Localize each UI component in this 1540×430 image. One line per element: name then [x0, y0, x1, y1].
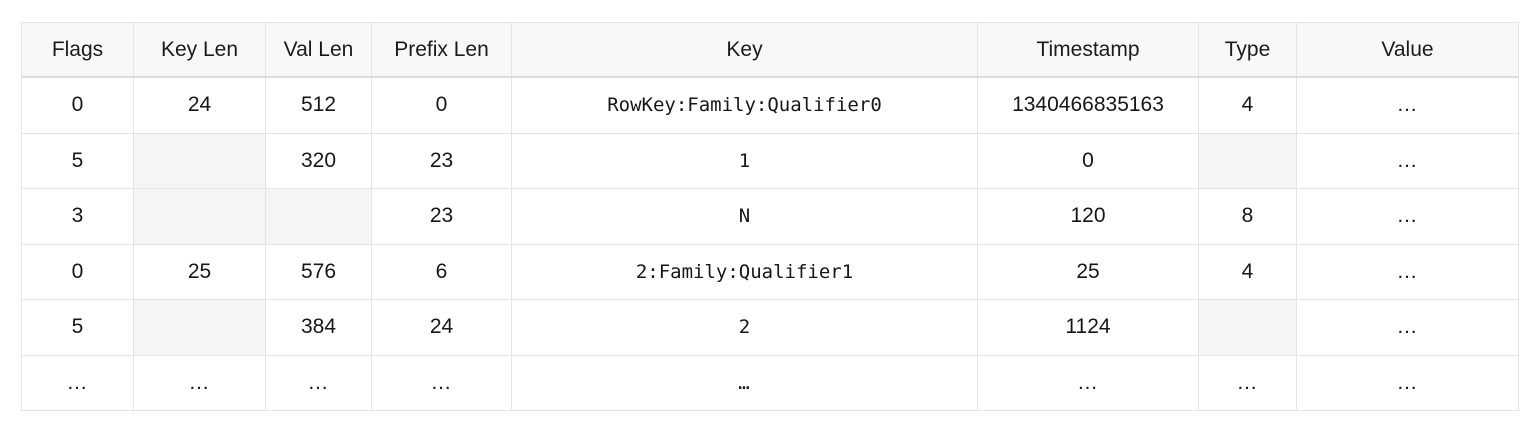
column-header-key: Key [511, 22, 978, 78]
cell-key: … [511, 354, 978, 411]
column-header-val-len: Val Len [265, 22, 372, 78]
cell-flags: 5 [21, 299, 134, 356]
cell-val_len [265, 188, 372, 245]
cell-key: 2:Family:Qualifier1 [511, 243, 978, 300]
cell-value: … [1296, 132, 1519, 189]
cell-type: 8 [1198, 188, 1297, 245]
cell-flags: 0 [21, 76, 134, 134]
cell-key_len [133, 132, 266, 189]
cell-type: 4 [1198, 76, 1297, 134]
cell-key_len: 25 [133, 243, 266, 300]
column-header-timestamp: Timestamp [977, 22, 1199, 78]
cell-timestamp: … [977, 354, 1199, 411]
cell-val_len: 384 [265, 299, 372, 356]
cell-value: … [1296, 188, 1519, 245]
column-header-type: Type [1198, 22, 1297, 78]
cell-key: 1 [511, 132, 978, 189]
table-row: …………………… [21, 354, 1519, 411]
cell-val_len: 512 [265, 76, 372, 134]
cell-timestamp: 120 [977, 188, 1199, 245]
column-header-value: Value [1296, 22, 1519, 78]
cell-prefix_len: … [371, 354, 512, 411]
cell-timestamp: 25 [977, 243, 1199, 300]
key-value-table: Flags Key Len Val Len Prefix Len Key Tim… [21, 22, 1519, 411]
cell-value: … [1296, 354, 1519, 411]
column-header-prefix-len: Prefix Len [371, 22, 512, 78]
cell-prefix_len: 6 [371, 243, 512, 300]
cell-flags: 0 [21, 243, 134, 300]
cell-key_len [133, 188, 266, 245]
cell-key: N [511, 188, 978, 245]
cell-prefix_len: 0 [371, 76, 512, 134]
cell-key: RowKey:Family:Qualifier0 [511, 76, 978, 134]
cell-type: … [1198, 354, 1297, 411]
cell-key_len: … [133, 354, 266, 411]
table-header: Flags Key Len Val Len Prefix Len Key Tim… [21, 22, 1519, 78]
cell-flags: 3 [21, 188, 134, 245]
cell-key: 2 [511, 299, 978, 356]
cell-timestamp: 1340466835163 [977, 76, 1199, 134]
key-value-table-container: Flags Key Len Val Len Prefix Len Key Tim… [21, 22, 1519, 411]
cell-timestamp: 0 [977, 132, 1199, 189]
cell-val_len: 576 [265, 243, 372, 300]
cell-key_len: 24 [133, 76, 266, 134]
cell-prefix_len: 23 [371, 188, 512, 245]
cell-val_len: … [265, 354, 372, 411]
header-row: Flags Key Len Val Len Prefix Len Key Tim… [21, 22, 1519, 78]
cell-value: … [1296, 243, 1519, 300]
cell-prefix_len: 24 [371, 299, 512, 356]
cell-type [1198, 299, 1297, 356]
cell-flags: 5 [21, 132, 134, 189]
cell-flags: … [21, 354, 134, 411]
cell-value: … [1296, 299, 1519, 356]
cell-type [1198, 132, 1297, 189]
cell-key_len [133, 299, 266, 356]
cell-value: … [1296, 76, 1519, 134]
cell-prefix_len: 23 [371, 132, 512, 189]
cell-type: 4 [1198, 243, 1297, 300]
cell-timestamp: 1124 [977, 299, 1199, 356]
column-header-flags: Flags [21, 22, 134, 78]
column-header-key-len: Key Len [133, 22, 266, 78]
cell-val_len: 320 [265, 132, 372, 189]
